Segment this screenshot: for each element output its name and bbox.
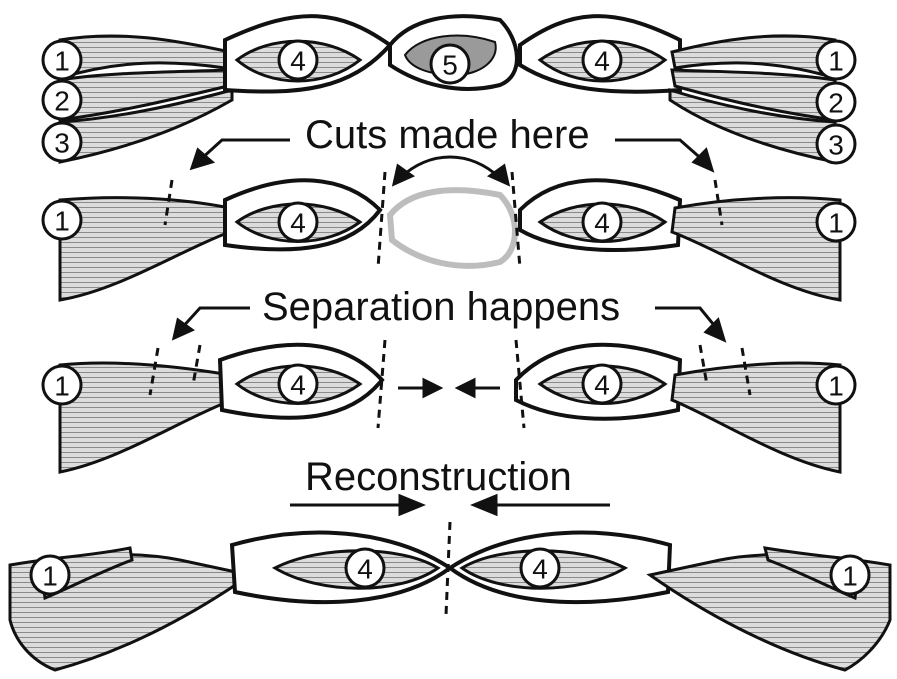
label-1-left-r1: 1: [43, 41, 81, 79]
svg-text:1: 1: [42, 561, 58, 592]
label-4-left-r2: 4: [279, 203, 317, 241]
label-1-right-r4: 1: [831, 556, 869, 594]
row-3-separation: 1 4 4 1: [43, 340, 855, 472]
svg-text:4: 4: [594, 370, 610, 401]
arrowhead-sep-left: [174, 320, 192, 338]
arrow-cut-right: [615, 140, 705, 162]
svg-text:1: 1: [828, 208, 844, 239]
svg-text:1: 1: [54, 371, 70, 402]
svg-text:4: 4: [594, 46, 610, 77]
arrowhead-sep-right: [706, 320, 724, 340]
svg-text:1: 1: [828, 46, 844, 77]
label-2-left-r1: 2: [43, 81, 81, 119]
svg-text:3: 3: [828, 130, 844, 161]
svg-text:4: 4: [290, 46, 306, 77]
label-1-right-r3: 1: [817, 366, 855, 404]
left-lateral-muscles: [60, 36, 232, 162]
label-1-left-r4: 1: [31, 556, 69, 594]
svg-text:4: 4: [290, 208, 306, 239]
label-1-left-r2: 1: [43, 201, 81, 239]
label-3-left-r1: 3: [43, 123, 81, 161]
label-4-left-r4: 4: [346, 549, 384, 587]
svg-text:2: 2: [54, 86, 70, 117]
label-4-left-r1: 4: [279, 41, 317, 79]
right-lateral-muscles: [670, 36, 835, 162]
muscle-block-right-r2: [672, 198, 840, 300]
arrow-pull-right-head: [424, 380, 440, 396]
row-2-cuts: 1 4 4 1: [43, 172, 855, 300]
caption-reconstruction: Reconstruction: [305, 455, 572, 499]
label-1-right-r2: 1: [817, 203, 855, 241]
arrow-pull-left-head: [458, 380, 474, 396]
label-4-right-r2: 4: [583, 203, 621, 241]
arrow-cut-center: [400, 157, 500, 178]
arrow-cut-left: [200, 140, 290, 160]
svg-text:1: 1: [842, 561, 858, 592]
svg-text:1: 1: [54, 46, 70, 77]
svg-text:4: 4: [532, 554, 548, 585]
svg-text:2: 2: [828, 88, 844, 119]
svg-text:5: 5: [442, 50, 458, 81]
svg-text:4: 4: [594, 208, 610, 239]
midline-suture: [446, 522, 450, 615]
label-1-right-r1: 1: [817, 41, 855, 79]
label-1-left-r3: 1: [43, 366, 81, 404]
label-4-left-r3: 4: [279, 365, 317, 403]
row-4-reconstruction: 1 4 4 1: [10, 522, 890, 670]
svg-text:4: 4: [357, 554, 373, 585]
center-pull-arrows: [398, 380, 500, 396]
label-5-hernia: 5: [431, 45, 469, 83]
svg-text:1: 1: [828, 371, 844, 402]
cut-line-left-medial: [378, 172, 385, 268]
label-3-right-r1: 3: [817, 125, 855, 163]
muscle-block-left-r3: [60, 363, 232, 472]
label-4-right-r1: 4: [583, 41, 621, 79]
arrowhead-cut-center-right: [490, 166, 508, 184]
caption-separation-happens: Separation happens: [262, 285, 620, 329]
hernia-ghost: [390, 190, 515, 266]
arrow-sep-left: [180, 308, 250, 330]
svg-text:1: 1: [54, 206, 70, 237]
svg-text:3: 3: [54, 128, 70, 159]
label-4-right-r4: 4: [521, 549, 559, 587]
muscle-block-right-r3: [672, 363, 840, 472]
muscle-block-left-r2: [60, 198, 235, 300]
arrow-sep-right: [655, 308, 718, 330]
label-4-right-r3: 4: [583, 365, 621, 403]
svg-text:4: 4: [290, 370, 306, 401]
label-2-right-r1: 2: [817, 83, 855, 121]
caption-cuts-made-here: Cuts made here: [305, 113, 590, 157]
